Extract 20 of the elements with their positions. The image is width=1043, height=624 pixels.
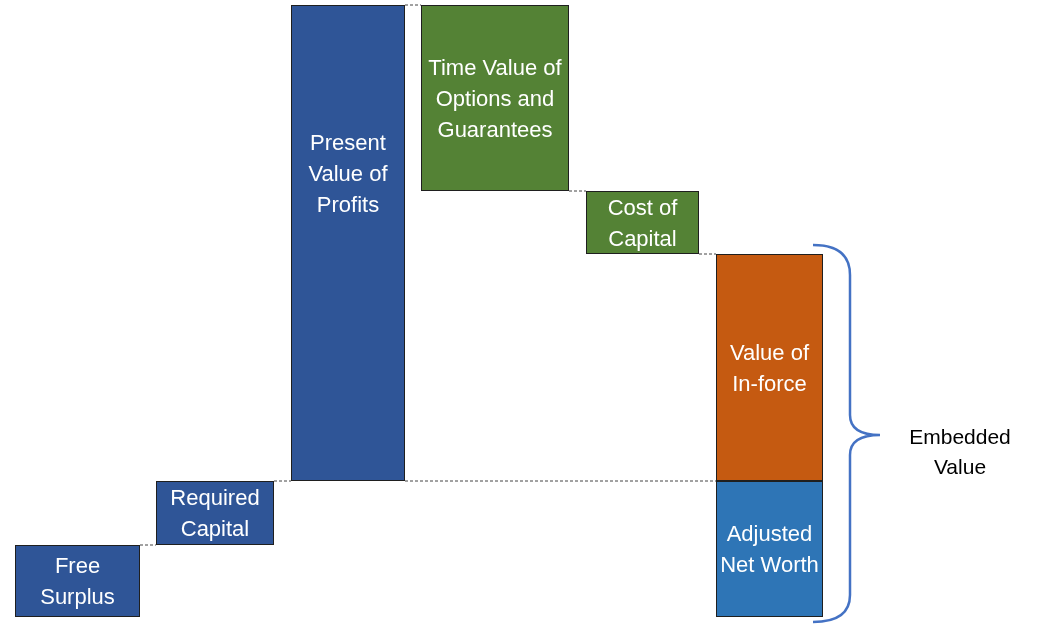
bar-segment: [291, 5, 405, 481]
bar-segment: [716, 254, 823, 481]
bar-segment: [586, 191, 699, 254]
bar-segment: [156, 481, 274, 545]
bar-label: Present Value of Profits: [307, 128, 389, 219]
brace-label: Embedded Value: [908, 424, 1012, 480]
dashed-connector: [273, 480, 292, 482]
bar-label: Required Capital: [169, 484, 261, 543]
dashed-connector: [568, 190, 587, 192]
bar-label: Free Surplus: [39, 552, 116, 611]
bar-label: Cost of Capital: [606, 193, 679, 253]
bar-label: Adjusted Net Worth: [719, 520, 820, 579]
bar-segment: [421, 5, 569, 191]
bar-segment: [716, 481, 823, 617]
bar-segment: [15, 545, 140, 617]
bar-label: Time Value of Options and Guarantees: [427, 53, 563, 144]
dashed-connector: [139, 544, 157, 546]
dashed-connector: [404, 4, 422, 6]
dashed-connector: [698, 253, 717, 255]
bar-label: Value of In-force: [728, 338, 811, 398]
